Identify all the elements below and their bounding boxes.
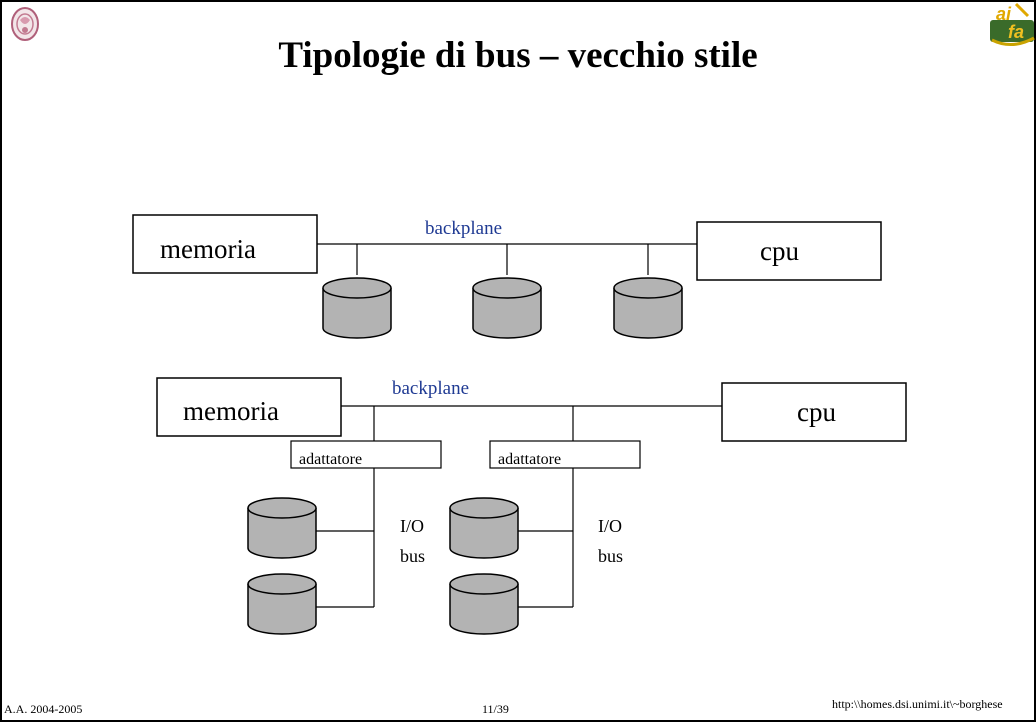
- bottom-cpu-label: cpu: [797, 397, 836, 427]
- top-diagram: memoria cpu backplane: [132, 214, 882, 339]
- io-bus-right-label-line1: I/O: [598, 516, 622, 536]
- left-io-disk-2: [247, 573, 317, 635]
- footer-url: http:\\homes.dsi.unimi.it\~borghese: [832, 697, 1003, 711]
- io-bus-left-label-line2: bus: [400, 546, 425, 566]
- top-disk-3: [613, 277, 683, 339]
- svg-text:fa: fa: [1008, 22, 1024, 42]
- right-io-disk-1: [449, 497, 519, 559]
- footer-page-number: 11/39: [482, 702, 509, 716]
- adapter-left-label: adattatore: [299, 451, 362, 468]
- left-io-disk-1: [247, 497, 317, 559]
- top-memory-label: memoria: [160, 234, 256, 264]
- bottom-memory-label: memoria: [183, 396, 279, 426]
- top-backplane-label: backplane: [425, 218, 502, 239]
- slide-title: Tipologie di bus – vecchio stile: [278, 35, 758, 76]
- io-bus-right-label-line2: bus: [598, 546, 623, 566]
- io-bus-left-label-line1: I/O: [400, 516, 424, 536]
- ais-jai-logo: ai fa: [990, 2, 1035, 46]
- bottom-backplane-label: backplane: [392, 378, 469, 399]
- top-memory-box: [132, 214, 318, 274]
- right-io-disk-2: [449, 573, 519, 635]
- top-disk-2: [472, 277, 542, 339]
- university-seal-logo: [11, 7, 39, 41]
- adapter-left-box: [290, 440, 442, 469]
- top-cpu-box: [696, 221, 882, 281]
- top-cpu-label: cpu: [760, 236, 799, 266]
- top-disk-1: [322, 277, 392, 339]
- footer-course-year: A.A. 2004-2005: [4, 702, 83, 716]
- adapter-right-label: adattatore: [498, 451, 561, 468]
- svg-text:ai: ai: [996, 4, 1012, 24]
- bottom-cpu-box: [721, 382, 907, 442]
- bottom-diagram: memoria cpu backplane adattatore adattat…: [156, 377, 907, 635]
- bottom-memory-box: [156, 377, 342, 437]
- adapter-right-box: [489, 440, 641, 469]
